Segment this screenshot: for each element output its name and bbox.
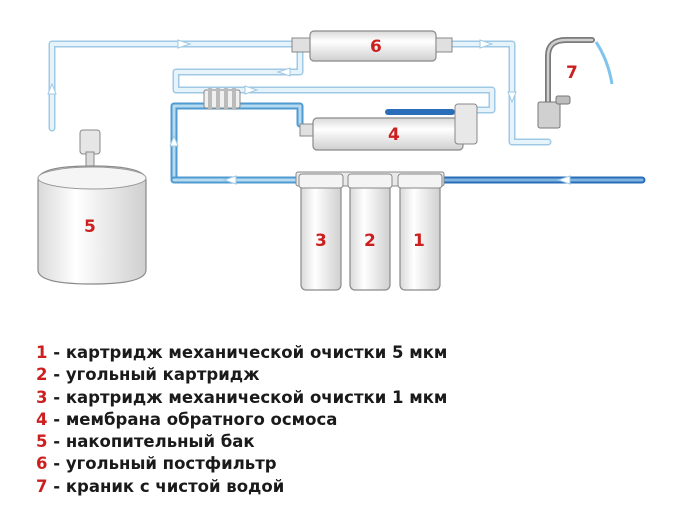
legend-number: 4 — [36, 409, 48, 429]
legend-item: 5 - накопительный бак — [36, 431, 447, 453]
legend-number: 5 — [36, 432, 48, 452]
legend-text: - картридж механической очистки 1 мкм — [47, 387, 448, 407]
legend-item: 7 - краник с чистой водой — [36, 476, 447, 498]
legend-item: 4 - мембрана обратного осмоса — [36, 409, 447, 431]
legend-text: - угольный картридж — [47, 365, 260, 385]
arrow-icon — [177, 39, 192, 49]
arrow-icon — [507, 91, 517, 104]
faucet-label: 7 — [566, 63, 578, 83]
flow-restrictor — [203, 88, 241, 110]
legend-item: 1 - картридж механической очистки 5 мкм — [36, 342, 447, 364]
legend-item: 6 - угольный постфильтр — [36, 453, 447, 475]
legend-number: 3 — [36, 387, 48, 407]
membrane-label: 4 — [388, 125, 400, 145]
legend-item: 3 - картридж механической очистки 1 мкм — [36, 387, 447, 409]
faucet: 7 — [537, 37, 614, 129]
legend-number: 6 — [36, 454, 48, 474]
tank-label: 5 — [84, 217, 96, 237]
legend-text: - краник с чистой водой — [47, 476, 285, 496]
pipe-drain — [170, 102, 304, 182]
filter-2-label: 2 — [364, 231, 376, 251]
legend-item: 2 - угольный картридж — [36, 364, 447, 386]
membrane-housing: 4 — [299, 103, 478, 151]
legend-text: - картридж механической очистки 5 мкм — [47, 343, 448, 362]
legend-number: 7 — [36, 476, 48, 496]
arrow-icon — [47, 82, 57, 95]
arrow-icon — [222, 175, 237, 185]
flow-arrows — [47, 39, 571, 185]
prefilter-block: 3 2 1 — [295, 171, 445, 291]
arrow-icon — [276, 67, 291, 77]
ro-system-diagram: 6 4 3 2 1 5 7 — [37, 30, 646, 291]
arrow-icon — [244, 85, 259, 95]
storage-tank: 5 — [37, 129, 147, 285]
legend-text: - накопительный бак — [47, 432, 255, 452]
postfilter: 6 — [291, 30, 453, 62]
filter-3-label: 3 — [315, 231, 327, 251]
arrow-icon — [556, 175, 571, 185]
arrow-icon — [169, 134, 179, 147]
arrow-icon — [479, 39, 494, 49]
legend-text: - угольный постфильтр — [47, 454, 277, 474]
legend-number: 1 — [36, 343, 48, 362]
filter-1-label: 1 — [413, 231, 425, 251]
legend-number: 2 — [36, 365, 48, 385]
legend-text: - мембрана обратного осмоса — [47, 409, 338, 429]
postfilter-label: 6 — [370, 37, 382, 57]
